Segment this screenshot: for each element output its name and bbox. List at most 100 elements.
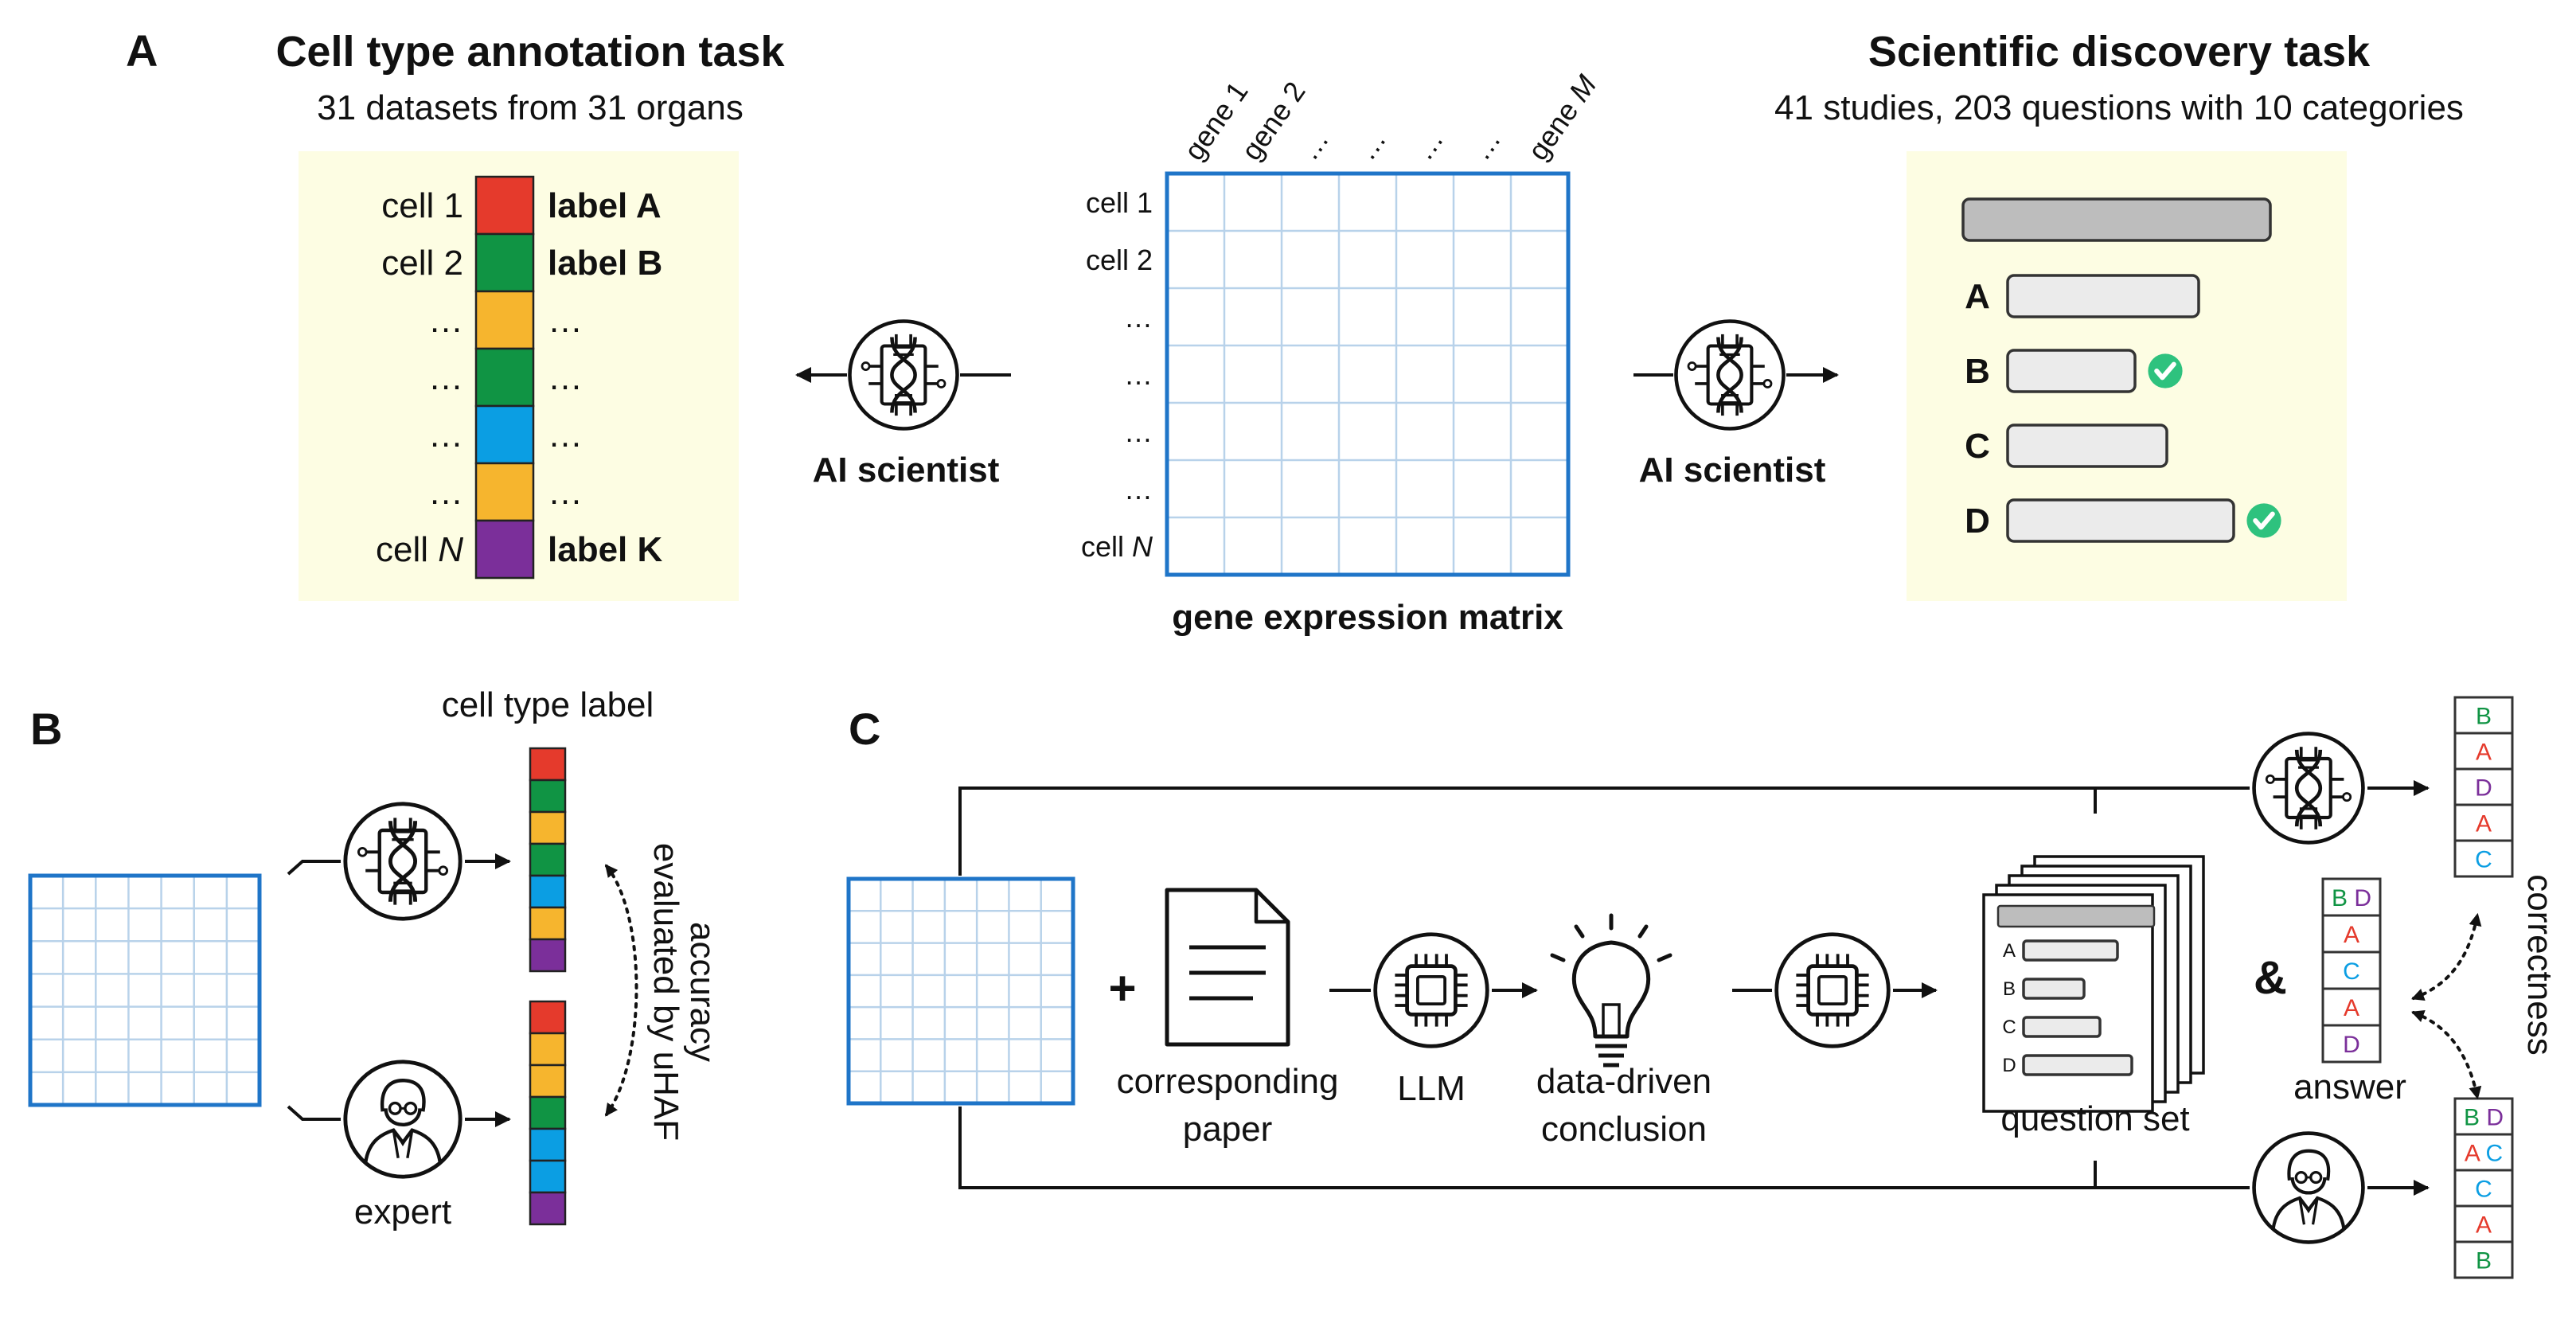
matrix-to-ai-route [958,786,2250,876]
matrix-to-expert-connector [287,1105,341,1121]
cell-color-7 [474,519,535,580]
option-letter-B: B [1965,352,1990,391]
true-answer-cell-text-5: D [2343,1032,2360,1058]
ai-scientist-icon-c [2254,734,2363,843]
qs-option-bar-B [2022,978,2086,1000]
matrix-to-expert-route [958,1107,2250,1189]
ai-scientist-label-right: AI scientist [1639,451,1826,490]
expert-answer-cell-text-5: B [2476,1248,2492,1274]
cell-name-2: cell 2 [381,244,463,283]
true-answer-cell-text-2: A [2344,922,2359,948]
cell-name-7: cell N [376,530,463,569]
true-answer-cell-5 [2321,1024,2382,1064]
cell-color-5 [474,404,535,465]
matrix-row-label-3: … [1124,301,1153,334]
ai-label-cell-1 [529,747,567,782]
matrix-to-ai-connector [287,860,341,876]
expert-label-cell-4 [529,1095,567,1130]
qs-option-bar-D [2022,1054,2133,1076]
matrix-row-label-2: cell 2 [1086,244,1153,276]
true-answer-cell-text-1: B D [2332,885,2371,911]
ai-answer-cell-1 [2453,696,2514,735]
llm-chip-icon [1376,935,1488,1047]
expert-label-cell-2 [529,1032,567,1067]
expert-answer-cell-text-1: B D [2464,1105,2504,1131]
qs-option-letter-B: B [2003,978,2016,1000]
cell-name-6: … [428,473,463,512]
expert-label-cell-7 [529,1191,567,1226]
llm-chip-icon-2 [1777,935,1889,1047]
cell-name-3: … [428,301,463,340]
conclusion-label-line2: conclusion [1541,1110,1707,1149]
expert-answer-cell-text-4: A [2476,1212,2492,1239]
matrix-row-label-4: … [1124,358,1153,391]
cell-color-4 [474,347,535,408]
matrix-row-label-1: cell 1 [1086,186,1153,219]
expert-answer-cell-4 [2453,1204,2514,1243]
qs-option-bar-C [2022,1016,2102,1038]
matrix-row-label-5: … [1124,416,1153,448]
cell-name-5: … [428,416,463,455]
ai-answer-cell-4 [2453,803,2514,842]
panel-c-matrix [846,876,1075,1106]
cell-label-3: … [548,301,583,340]
correctness-label: correctness [2520,874,2559,1055]
expert-answer-cell-3 [2453,1169,2514,1208]
gene-expression-matrix-label: gene expression matrix [1172,598,1563,637]
option-letter-C: C [1965,427,1990,466]
cell-label-2: label B [548,244,662,283]
expert-label-cell-5 [529,1127,567,1162]
ai-label-cell-4 [529,842,567,877]
ai-answer-cell-3 [2453,767,2514,806]
cell-label-7: label K [548,530,662,569]
gene-label-4: … [1349,124,1392,166]
expert-answer-cell-text-3: C [2475,1177,2492,1203]
ai-answer-cell-text-2: A [2476,740,2492,766]
option-letter-D: D [1965,502,1990,541]
ai-label-cell-7 [529,938,567,973]
ampersand: & [2254,952,2287,1004]
cell-label-5: … [548,416,583,455]
panel-b-matrix [28,873,262,1107]
qs-question-bar [1996,904,2156,928]
cell-name-4: … [428,358,463,397]
cell-label-1: label A [548,186,662,225]
option-bar-D [2006,498,2235,543]
expert-label-cell-6 [529,1159,567,1194]
lightbulb-icon [1550,913,1672,1068]
cell-label-4: … [548,358,583,397]
expert-label-column [529,1000,567,1226]
expert-label-cell-1 [529,1000,567,1035]
accuracy-comparison-arrow [604,864,638,1117]
panel-b-matrix-border [28,873,262,1107]
matrix-row-label-n: cell N [1081,530,1153,563]
question-set-label: question set [2000,1099,2189,1138]
ai-label-cell-5 [529,874,567,909]
qs-option-letter-C: C [2002,1017,2016,1038]
matrix-row-label-6: … [1124,473,1153,505]
checkmark-icon-B [2148,353,2182,388]
plus-sign: + [1108,962,1136,1015]
gene-label-3: … [1292,124,1335,166]
cell-color-6 [474,462,535,522]
cell-color-3 [474,290,535,350]
cell-type-label-title: cell type label [442,685,654,724]
option-bar-B [2006,349,2137,393]
accuracy-label: accuracy [683,922,722,1062]
cell-name-1: cell 1 [381,186,463,225]
true-answer-cell-2 [2321,914,2382,954]
ai-scientist-label-left: AI scientist [813,451,1000,490]
discovery-title: Scientific discovery task [1868,28,2371,76]
ai-scientist-icon-b [345,804,460,919]
ai-answer-cell-text-1: B [2476,704,2492,730]
ai-label-cell-2 [529,779,567,814]
gene-label-5: … [1407,124,1450,166]
expert-answer-cell-2 [2453,1133,2514,1172]
ai-label-cell-6 [529,906,567,941]
